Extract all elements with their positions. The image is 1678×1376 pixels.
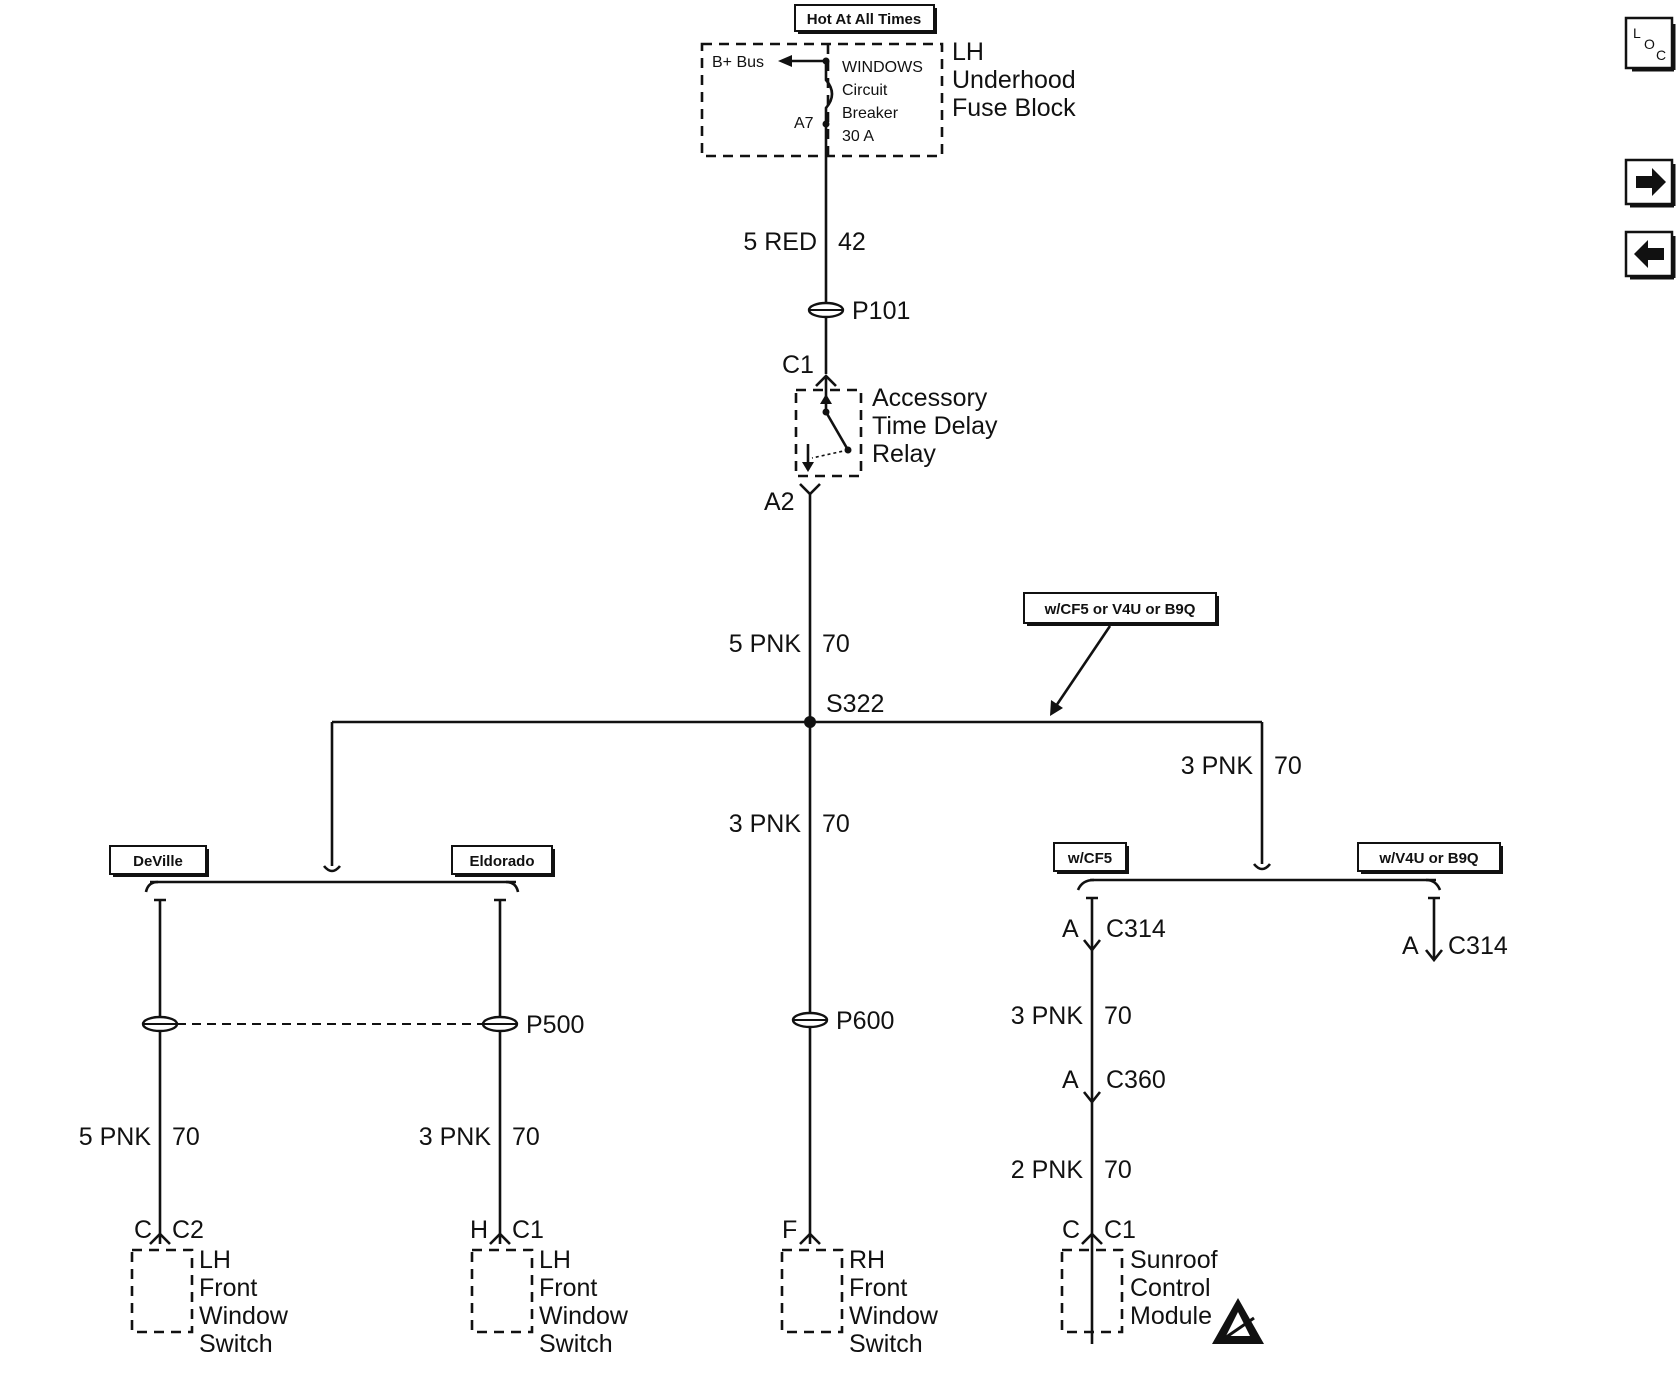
c314b-pin: A (1402, 932, 1419, 960)
svg-text:O: O (1644, 36, 1655, 52)
lh-deville-wire-color: 5 PNK (79, 1123, 152, 1151)
relay-title-1: Accessory (872, 384, 988, 412)
right-wire-color: 3 PNK (1181, 752, 1254, 780)
sunroof-control-module: Sunroof Control Module (1060, 1246, 1218, 1334)
c360-pin: A (1062, 1066, 1079, 1094)
svg-text:Front: Front (539, 1274, 597, 1302)
relay-title-2: Time Delay (872, 412, 998, 440)
c360-label: C360 (1106, 1066, 1166, 1094)
svg-text:Front: Front (849, 1274, 907, 1302)
lh-eldorado-wire-circuit: 70 (512, 1123, 540, 1151)
wcf5-tag: w/CF5 (1053, 842, 1129, 874)
fuse-block-title-1: LH (952, 38, 984, 66)
wire-main-top-circuit: 42 (838, 228, 866, 256)
svg-text:Window: Window (199, 1302, 289, 1330)
sunroof-a-wire-color: 3 PNK (1011, 1002, 1084, 1030)
rh-pin: F (782, 1216, 797, 1244)
svg-text:LH: LH (199, 1246, 231, 1274)
svg-text:Module: Module (1130, 1302, 1212, 1330)
loc-icon[interactable]: L O C (1624, 16, 1676, 72)
fuse-block-title-3: Fuse Block (952, 94, 1076, 122)
deville-pass-through (141, 1015, 179, 1033)
c314-label: C314 (1106, 915, 1166, 943)
wire-main-mid-color: 5 PNK (729, 630, 802, 658)
breaker-label-3: Breaker (842, 105, 899, 122)
lh-underhood-fuse-block: B+ Bus A7 WINDOWS Circuit Breaker 30 A L… (700, 38, 1076, 158)
rh-front-window-switch: RH Front Window Switch (780, 1246, 939, 1358)
sunroof-connector: C1 (1104, 1216, 1136, 1244)
breaker-label-4: 30 A (842, 128, 874, 145)
right-wire-circuit: 70 (1274, 752, 1302, 780)
svg-text:Eldorado: Eldorado (469, 853, 534, 870)
svg-text:Window: Window (539, 1302, 629, 1330)
sunroof-b-wire-color: 2 PNK (1011, 1156, 1084, 1184)
lh-deville-wire-circuit: 70 (172, 1123, 200, 1151)
sunroof-b-wire-circuit: 70 (1104, 1156, 1132, 1184)
arrow-right-icon[interactable] (1624, 158, 1676, 208)
c314b-label: C314 (1448, 932, 1508, 960)
svg-text:P500: P500 (526, 1011, 584, 1039)
wire-main-mid-circuit: 70 (822, 630, 850, 658)
svg-text:LH: LH (539, 1246, 571, 1274)
svg-text:w/CF5: w/CF5 (1067, 850, 1112, 867)
lh-eldorado-wire-color: 3 PNK (419, 1123, 492, 1151)
p101-connector: P101 (807, 297, 910, 325)
relay-c1-label: C1 (782, 351, 814, 379)
accessory-time-delay-relay: Accessory Time Delay Relay (794, 376, 998, 478)
breaker-label-1: WINDOWS (842, 59, 923, 76)
svg-text:Control: Control (1130, 1274, 1211, 1302)
lh-eldorado-connector: C1 (512, 1216, 544, 1244)
svg-text:Front: Front (199, 1274, 257, 1302)
svg-text:Switch: Switch (849, 1330, 923, 1358)
esd-warning-icon (1212, 1298, 1264, 1344)
svg-text:Sunroof: Sunroof (1130, 1246, 1218, 1274)
svg-text:Switch: Switch (199, 1330, 273, 1358)
svg-text:w/CF5 or V4U or B9Q: w/CF5 or V4U or B9Q (1044, 601, 1196, 618)
svg-text:RH: RH (849, 1246, 885, 1274)
svg-text:P600: P600 (836, 1007, 894, 1035)
center-wire-color: 3 PNK (729, 810, 802, 838)
svg-text:C: C (1656, 47, 1666, 63)
sunroof-a-wire-circuit: 70 (1104, 1002, 1132, 1030)
relay-a2-label: A2 (764, 488, 795, 516)
fuse-block-title-2: Underhood (952, 66, 1076, 94)
lh-deville-connector: C2 (172, 1216, 204, 1244)
eldorado-tag: Eldorado (451, 845, 555, 877)
lh-front-window-switch-deville: LH Front Window Switch (130, 1246, 289, 1358)
lh-front-window-switch-eldorado: LH Front Window Switch (470, 1246, 629, 1358)
lh-eldorado-pin: H (470, 1216, 488, 1244)
arrow-left-icon[interactable] (1624, 230, 1676, 280)
hot-at-all-times-tag: Hot At All Times (794, 4, 937, 34)
deville-tag: DeVille (109, 845, 209, 877)
svg-text:P101: P101 (852, 297, 910, 325)
svg-text:Hot At All Times: Hot At All Times (807, 11, 921, 28)
wv4u-tag: w/V4U or B9Q (1357, 842, 1503, 874)
svg-text:Switch: Switch (539, 1330, 613, 1358)
terminal-a7: A7 (794, 115, 814, 132)
relay-title-3: Relay (872, 440, 936, 468)
svg-text:L: L (1633, 25, 1641, 41)
s322-label: S322 (826, 690, 884, 718)
svg-text:Window: Window (849, 1302, 939, 1330)
p500-connector: P500 (481, 1011, 584, 1039)
svg-text:w/V4U or B9Q: w/V4U or B9Q (1378, 850, 1479, 867)
sunroof-pin: C (1062, 1216, 1080, 1244)
svg-text:DeVille: DeVille (133, 853, 183, 870)
p600-connector: P600 (791, 1007, 894, 1035)
center-wire-circuit: 70 (822, 810, 850, 838)
sunroof-options-tag: w/CF5 or V4U or B9Q (1023, 592, 1219, 716)
breaker-label-2: Circuit (842, 82, 888, 99)
b-plus-bus-label: B+ Bus (712, 54, 764, 71)
wire-main-top-color: 5 RED (743, 228, 817, 256)
c314-pin: A (1062, 915, 1079, 943)
lh-deville-pin: C (134, 1216, 152, 1244)
